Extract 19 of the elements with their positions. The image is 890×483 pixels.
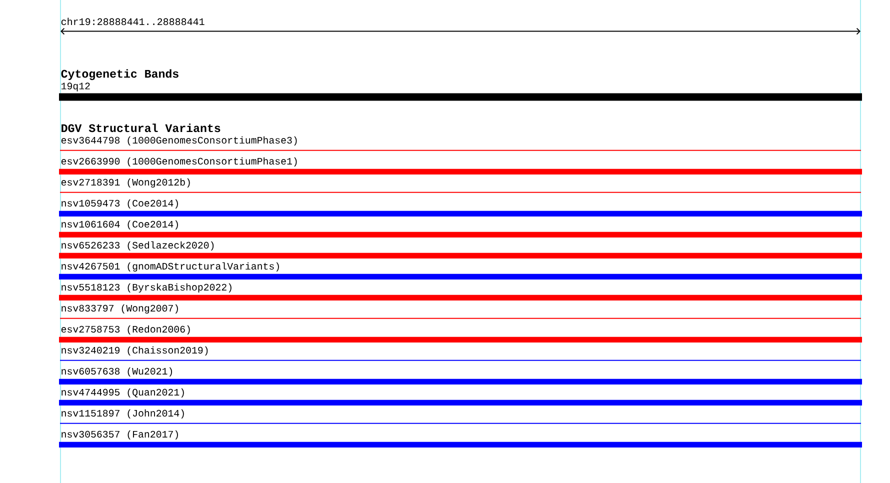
feature-label: esv3644798 (1000GenomesConsortiumPhase3) — [61, 136, 297, 146]
track-heading: DGV Structural Variants — [62, 124, 220, 132]
track-heading: Cytogenetic Bands — [61, 69, 178, 80]
feature-label: esv2758753 (Redon2006) — [61, 325, 190, 335]
feature-label: nsv4267501 (gnomADStructuralVariants) — [62, 262, 279, 272]
feature-label: 19q12 — [62, 82, 90, 92]
feature-label: nsv6057638 (Wu2021) — [62, 367, 172, 377]
feature-label: nsv1059473 (Coe2014) — [62, 199, 178, 209]
feature-label: nsv833797 (Wong2007) — [62, 304, 178, 314]
feature-label: nsv6526233 (Sedlazeck2020) — [62, 241, 214, 251]
feature-label: nsv3056357 (Fan2017) — [62, 430, 178, 440]
feature-label: esv2718391 (Wong2012b) — [61, 178, 190, 188]
feature-label: nsv1151897 (John2014) — [62, 409, 184, 419]
feature-label: nsv4744995 (Quan2021) — [62, 388, 184, 398]
feature-label: nsv1061604 (Coe2014) — [62, 220, 178, 230]
feature-label: nsv3240219 (Chaisson2019) — [62, 346, 208, 356]
feature-label: nsv5518123 (ByrskaBishop2022) — [62, 283, 232, 293]
position-label: chr19:28888441..28888441 — [61, 18, 204, 26]
feature-label: esv2663990 (1000GenomesConsortiumPhase1) — [61, 157, 297, 167]
